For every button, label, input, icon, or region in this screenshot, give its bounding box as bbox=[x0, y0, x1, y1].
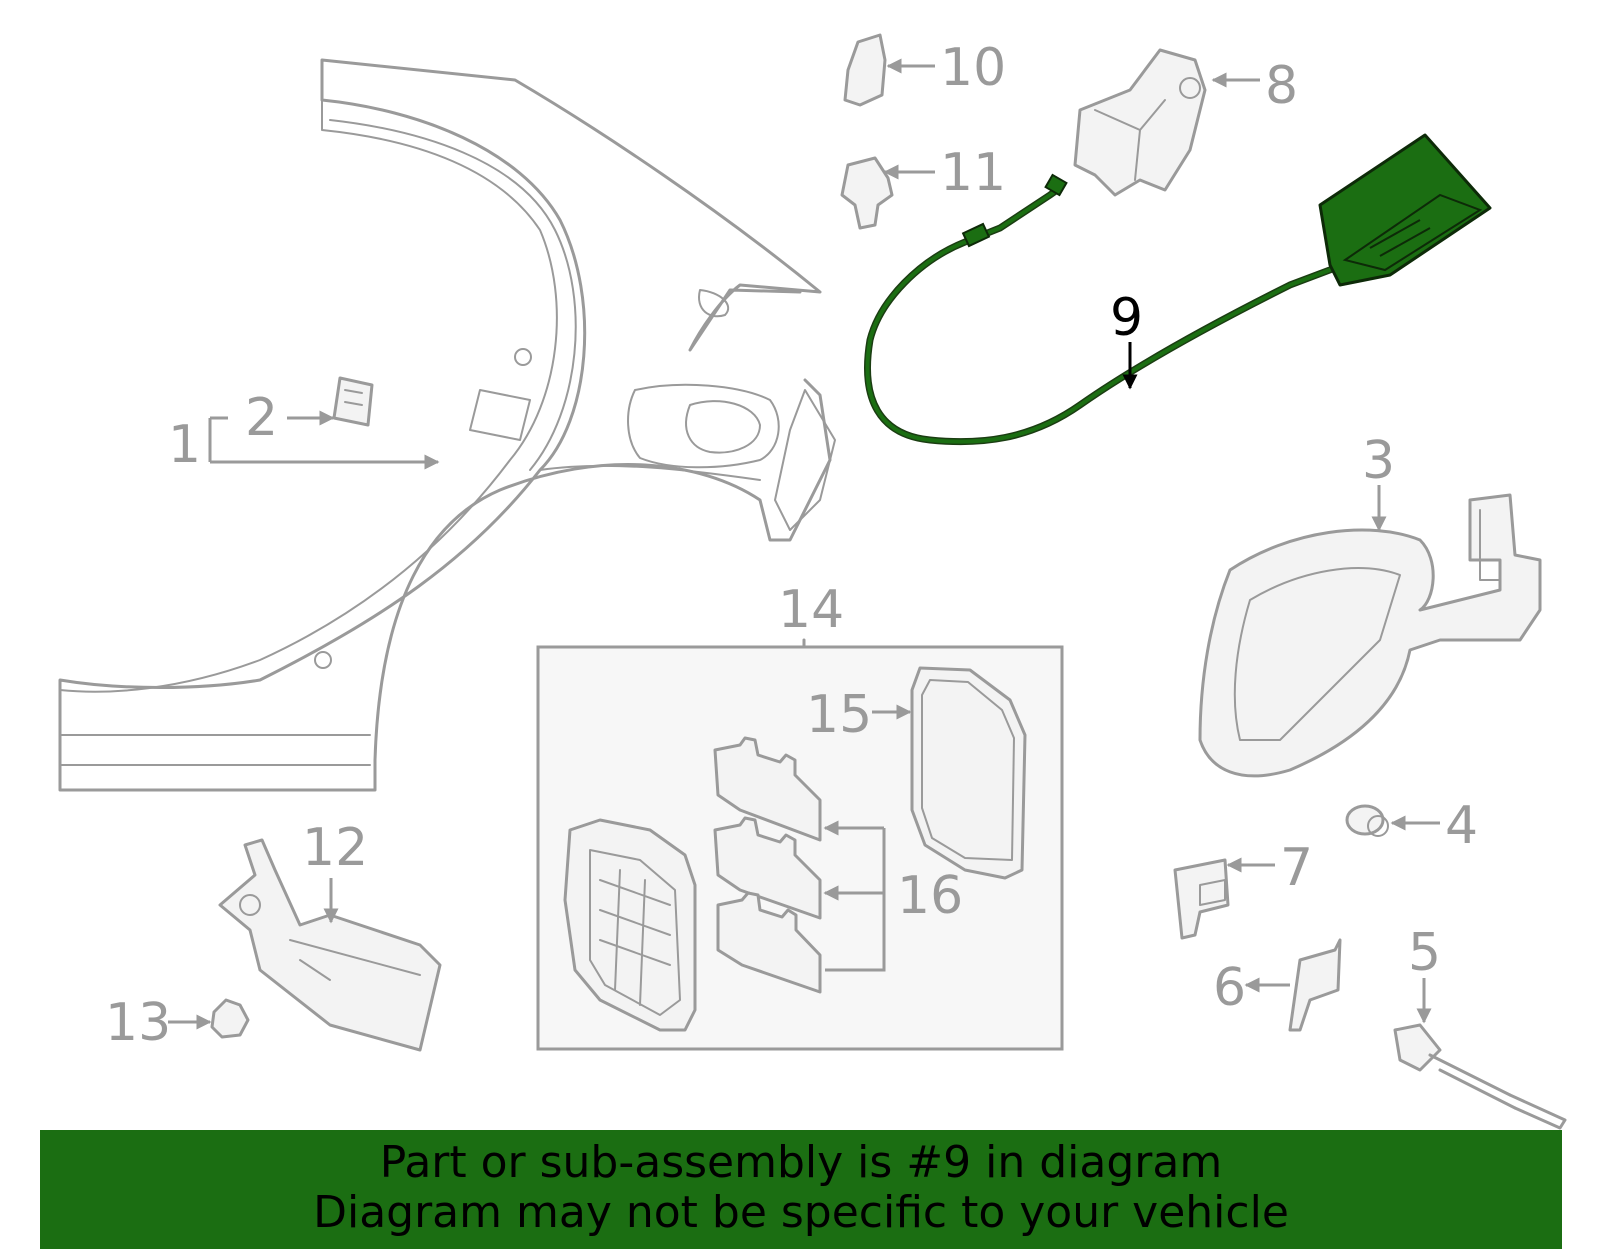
release-cable-part-9 bbox=[864, 133, 1492, 446]
callout-2: 2 bbox=[245, 388, 278, 448]
callout-3: 3 bbox=[1362, 431, 1395, 491]
banner-line-2: Diagram may not be specific to your vehi… bbox=[313, 1187, 1289, 1238]
callout-9: 9 bbox=[1110, 288, 1143, 348]
callout-5: 5 bbox=[1408, 923, 1441, 983]
callout-11: 11 bbox=[940, 143, 1006, 203]
callout-7: 7 bbox=[1280, 838, 1313, 898]
callout-15: 15 bbox=[806, 685, 872, 745]
hinge-part-8 bbox=[1073, 48, 1207, 197]
callout-4: 4 bbox=[1445, 796, 1478, 856]
callout-14: 14 bbox=[778, 580, 844, 640]
info-banner: Part or sub-assembly is #9 in diagram Di… bbox=[40, 1130, 1562, 1249]
grommet-part-4 bbox=[1345, 804, 1389, 837]
callout-12: 12 bbox=[302, 818, 368, 878]
callout-16: 16 bbox=[897, 866, 963, 926]
nut-part-13 bbox=[210, 998, 250, 1039]
clip-part-16-c bbox=[716, 891, 822, 994]
banner-line-1: Part or sub-assembly is #9 in diagram bbox=[379, 1137, 1223, 1188]
latch-part-7 bbox=[1173, 858, 1230, 940]
clip-part-16-a bbox=[713, 736, 822, 842]
fuel-door-panel bbox=[563, 818, 697, 1032]
actuator-part-5 bbox=[1393, 1023, 1567, 1130]
leader-lines bbox=[168, 58, 1440, 1030]
clip-part-10 bbox=[843, 33, 887, 107]
bracket-part-6 bbox=[1288, 938, 1342, 1032]
push-clip-part-11 bbox=[840, 156, 894, 230]
callout-8: 8 bbox=[1265, 56, 1298, 116]
clip-part-2 bbox=[332, 376, 374, 427]
gasket-part-15 bbox=[910, 666, 1027, 880]
quarter-panel-part-1 bbox=[58, 58, 836, 792]
callout-6: 6 bbox=[1213, 958, 1246, 1018]
callout-10: 10 bbox=[940, 38, 1006, 98]
callout-1: 1 bbox=[168, 415, 201, 475]
fuel-door-housing-part-3 bbox=[1198, 493, 1542, 778]
callout-13: 13 bbox=[105, 993, 171, 1053]
bracket-part-12 bbox=[218, 838, 442, 1052]
